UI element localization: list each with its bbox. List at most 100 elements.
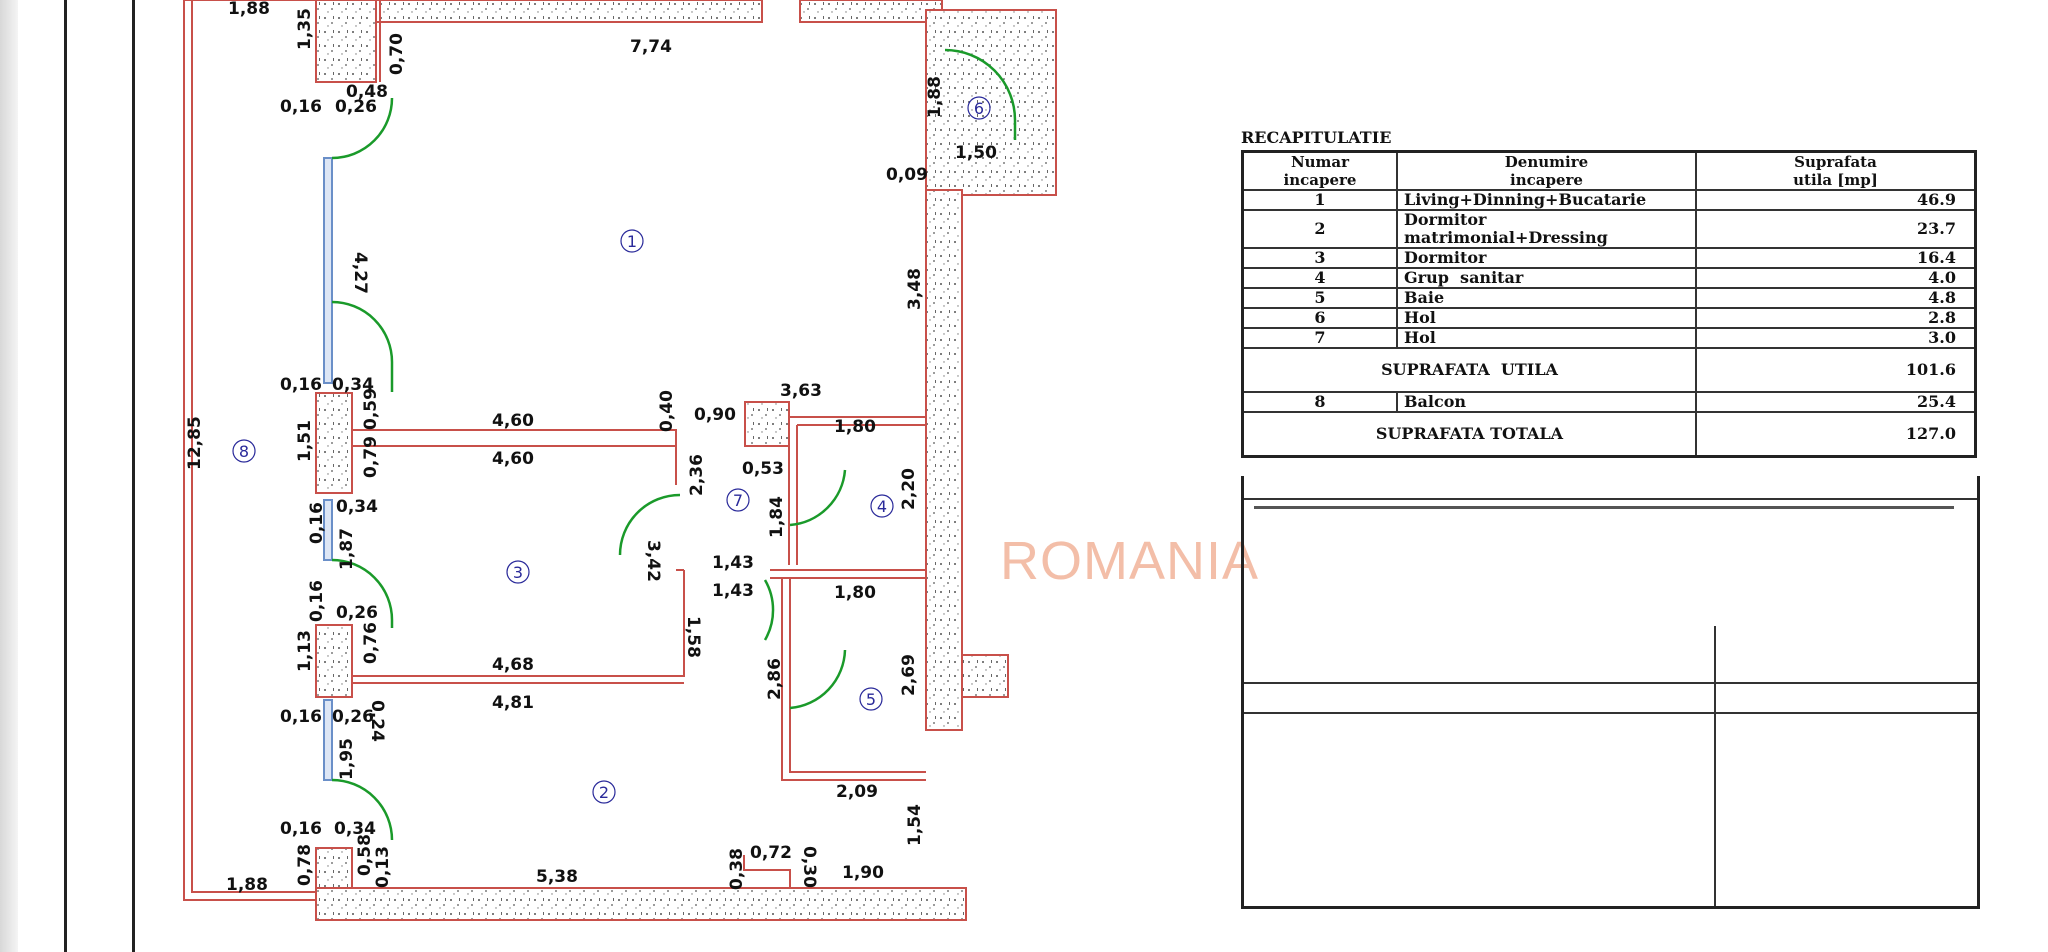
dimension-label: 0,72 [750, 843, 792, 863]
dimension-label: 1,88 [226, 875, 268, 895]
room-number: 5 [866, 690, 876, 709]
room-num-cell: 6 [1241, 307, 1398, 329]
watermark-text: ROMANIA [1000, 531, 1260, 591]
dimension-label: 3,63 [780, 381, 822, 401]
dimension-label: 0,30 [799, 846, 819, 888]
dimension-label: 1,87 [337, 528, 357, 570]
dimension-label: 0,34 [332, 375, 374, 395]
room-name-cell: Dormitor matrimonial+Dressing [1396, 209, 1697, 249]
dimension-label: 1,43 [712, 581, 754, 601]
dimension-label: 2,20 [899, 468, 919, 510]
dimension-label: 0,24 [367, 700, 387, 742]
room-number: 3 [513, 563, 523, 582]
room-number: 4 [877, 497, 887, 516]
room-num-cell: 8 [1241, 391, 1398, 413]
title-block-rule [1244, 498, 1977, 500]
dimension-label: 3,42 [643, 540, 663, 582]
room-name-cell: Hol [1396, 307, 1697, 329]
room-area-cell: 2.8 [1695, 307, 1977, 329]
dimension-label: 4,60 [492, 449, 534, 469]
dimension-label: 0,48 [346, 82, 388, 102]
dimension-label: 4,68 [492, 655, 534, 675]
dimension-label: 2,86 [765, 658, 785, 700]
room-number: 7 [733, 491, 743, 510]
dimension-label: 2,09 [836, 782, 878, 802]
subtotal-row: SUPRAFATA UTILA 101.6 [1241, 347, 1977, 393]
room-name-cell: Dormitor [1396, 247, 1697, 269]
dimension-label: 0,38 [727, 848, 747, 890]
dimension-label: 0,16 [280, 375, 322, 395]
dimension-label: 0,16 [280, 819, 322, 839]
windows [323, 157, 333, 781]
table-row: 5 Baie 4.8 [1241, 287, 1977, 309]
dimension-label: 1,88 [228, 0, 270, 19]
dimension-label: 0,09 [886, 165, 928, 185]
dimension-label: 1,84 [767, 496, 787, 538]
title-block-divider [1714, 626, 1716, 906]
room-area-cell: 4.8 [1695, 287, 1977, 309]
total-row: SUPRAFATA TOTALA 127.0 [1241, 411, 1977, 458]
page-edge-shadow [0, 0, 18, 952]
drawing-frame-inner [132, 0, 135, 952]
dimension-label: 1,51 [295, 420, 315, 462]
dimension-label: 0,16 [307, 580, 327, 622]
table-row: 7 Hol 3.0 [1241, 327, 1977, 349]
dimension-label: 0,40 [657, 390, 677, 432]
table-header-row: Numar incapere Denumire incapere Suprafa… [1241, 150, 1977, 191]
dimension-label: 0,34 [336, 497, 378, 517]
dimension-label: 0,58 [355, 834, 375, 876]
total-value: 127.0 [1695, 411, 1977, 458]
room-number-labels: 1 2 3 4 5 6 7 8 [232, 96, 991, 804]
dimension-label: 3,48 [905, 268, 925, 310]
room-number: 2 [599, 783, 609, 802]
dimension-label: 1,80 [834, 583, 876, 603]
dimension-label: 1,43 [712, 553, 754, 573]
dimension-label: 0,59 [361, 388, 381, 430]
dimension-label: 4,60 [492, 411, 534, 431]
col-header-number: Numar incapere [1241, 150, 1398, 191]
dimension-label: 0,16 [280, 97, 322, 117]
floor-plan: 1 2 3 4 5 6 7 8 1,88 1,35 0,70 7,74 0,16… [183, 0, 1057, 921]
table-row: 2 Dormitor matrimonial+Dressing 23.7 [1241, 209, 1977, 249]
drawing-frame-left [64, 0, 67, 952]
dimension-label: 5,38 [536, 867, 578, 887]
room-name-cell: Living+Dinning+Bucatarie [1396, 189, 1697, 211]
table-row: 8 Balcon 25.4 [1241, 391, 1977, 413]
room-name-cell: Balcon [1396, 391, 1697, 413]
hatched-walls [315, 0, 1057, 921]
dimension-label: 0,26 [335, 97, 377, 117]
dimension-label: 1,88 [925, 76, 945, 118]
table-row: 4 Grup sanitar 4.0 [1241, 267, 1977, 289]
room-area-cell: 23.7 [1695, 209, 1977, 249]
dimension-label: 1,50 [955, 143, 997, 163]
dimension-label: 1,58 [683, 616, 703, 658]
room-num-cell: 5 [1241, 287, 1398, 309]
dimension-label: 0,16 [280, 707, 322, 727]
room-area-cell: 25.4 [1695, 391, 1977, 413]
dimension-label: 0,90 [694, 405, 736, 425]
dimension-label: 0,26 [336, 603, 378, 623]
subtotal-label: SUPRAFATA UTILA [1241, 347, 1697, 393]
dimension-label: 4,81 [492, 693, 534, 713]
dimension-label: 0,13 [373, 846, 393, 888]
dimension-label: 1,35 [295, 8, 315, 50]
dimension-label: 7,74 [630, 37, 672, 57]
dimension-label: 0,34 [334, 819, 376, 839]
recap-table: Numar incapere Denumire incapere Suprafa… [1241, 150, 1977, 458]
col-header-area: Suprafata utila [mp] [1695, 150, 1977, 191]
dimension-label: 0,76 [361, 622, 381, 664]
room-num-cell: 4 [1241, 267, 1398, 289]
dimension-label: 0,70 [387, 33, 407, 75]
recap-title: RECAPITULATIE [1241, 128, 1392, 147]
dimension-label: 0,53 [742, 459, 784, 479]
dimension-label: 0,26 [332, 707, 374, 727]
room-number: 8 [239, 442, 249, 461]
dimension-label: 1,13 [295, 630, 315, 672]
total-label: SUPRAFATA TOTALA [1241, 411, 1697, 458]
door-swings [331, 48, 1017, 841]
dimension-label: 12,85 [185, 416, 205, 470]
room-area-cell: 46.9 [1695, 189, 1977, 211]
dimension-label: 1,90 [842, 863, 884, 883]
interior-walls [352, 0, 926, 888]
dimension-label: 2,69 [899, 654, 919, 696]
